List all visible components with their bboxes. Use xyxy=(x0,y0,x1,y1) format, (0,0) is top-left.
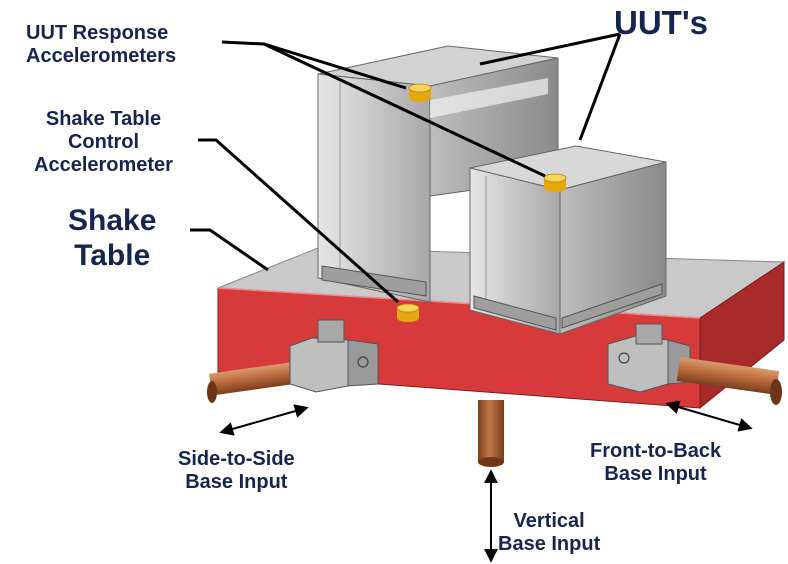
shake-table-label: Shake Table xyxy=(68,204,156,273)
control-accelerometer-label-line3: Accelerometer xyxy=(34,154,173,176)
shake-table-label-line1: Shake xyxy=(68,204,157,237)
vertical-label: Vertical Base Input xyxy=(498,510,600,556)
side-to-side-label-line2: Base Input xyxy=(185,471,288,493)
front-to-back-label: Front-to-Back Base Input xyxy=(590,440,721,486)
control-accelerometer xyxy=(396,303,420,322)
motion-arrows xyxy=(219,400,753,563)
vertical-actuator-rod xyxy=(478,400,504,467)
leader-lines xyxy=(190,32,622,304)
small-uut-cabinet xyxy=(469,145,667,335)
vertical-label-line1: Vertical xyxy=(513,510,585,532)
front-to-back-label-line1: Front-to-Back xyxy=(590,440,722,462)
shake-table-label-line2: Table xyxy=(74,238,151,272)
uut-response-label: UUT Response Accelerometers xyxy=(26,22,176,68)
uut-response-label-line1: UUT Response xyxy=(26,22,169,44)
uuts-label: UUT's xyxy=(614,4,709,41)
side-to-side-label: Side-to-Side Base Input xyxy=(178,448,295,494)
uut-response-accelerometer-large xyxy=(408,83,432,102)
control-accelerometer-label-line2: Control xyxy=(67,131,140,153)
uut-response-accelerometer-small xyxy=(543,173,567,192)
vertical-label-line2: Base Input xyxy=(498,533,601,555)
uut-response-label-line2: Accelerometers xyxy=(26,45,177,67)
front-to-back-actuator xyxy=(607,323,782,405)
side-to-side-actuator xyxy=(207,319,379,403)
control-accelerometer-label: Shake Table Control Accelerometer xyxy=(34,108,173,177)
front-to-back-label-line2: Base Input xyxy=(604,463,707,485)
side-to-side-label-line1: Side-to-Side xyxy=(178,448,295,470)
control-accelerometer-label-line1: Shake Table xyxy=(45,108,162,130)
